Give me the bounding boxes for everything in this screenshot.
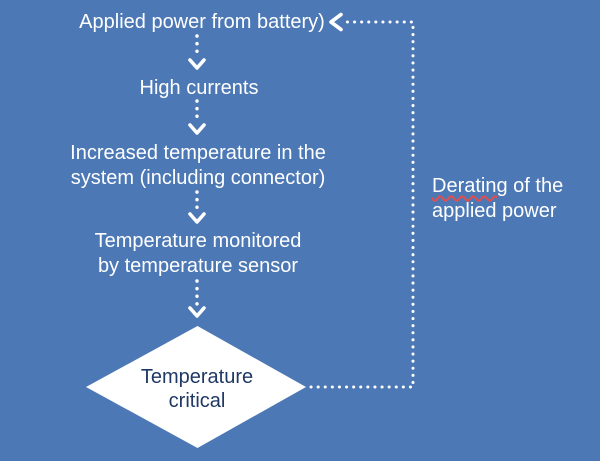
node-temperature-critical: Temperature critical <box>141 365 253 413</box>
node-temperature-critical-line2: critical <box>168 390 226 412</box>
node-temperature-monitored: Temperature monitored by temperature sen… <box>95 229 302 279</box>
node-temperature-monitored-line1: Temperature monitored <box>94 230 302 252</box>
feedback-loop-dotted-line <box>309 20 415 389</box>
node-temperature-monitored-line2: by temperature sensor <box>97 255 299 277</box>
dotted-arrow-down-icon <box>188 58 206 70</box>
node-applied-power: Applied power from battery) <box>79 10 325 35</box>
node-increased-temperature-line2: system (including connector) <box>70 167 326 189</box>
node-temperature-critical-line1: Temperature <box>140 366 254 388</box>
dotted-arrow-down-icon <box>188 212 206 224</box>
node-applied-power-label: Applied power from battery) <box>79 11 325 33</box>
feedback-label: Derating of the applied power <box>432 174 563 224</box>
dotted-arrow-down-icon <box>188 123 206 135</box>
node-increased-temperature: Increased temperature in the system (inc… <box>70 141 326 191</box>
node-high-currents-label: High currents <box>139 77 259 99</box>
node-high-currents: High currents <box>140 76 259 101</box>
node-increased-temperature-line1: Increased temperature in the <box>70 142 326 164</box>
feedback-label-misspelled-word: Derating <box>432 175 508 197</box>
decision-diamond-shape <box>86 326 306 448</box>
dotted-arrow-left-icon <box>329 12 343 32</box>
feedback-label-rest: of the <box>513 175 564 197</box>
dotted-arrow-down-icon <box>188 306 206 318</box>
feedback-label-line2: applied power <box>432 200 557 222</box>
